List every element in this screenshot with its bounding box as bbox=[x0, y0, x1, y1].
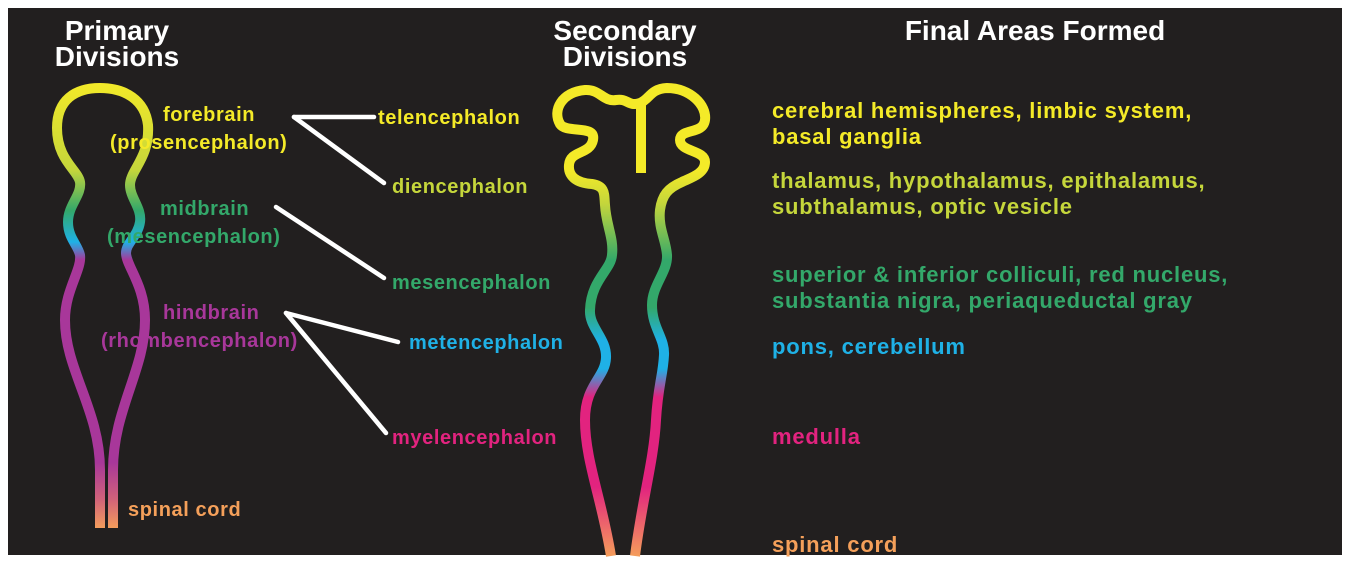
label-diencephalon: diencephalon bbox=[392, 177, 528, 197]
connector-hindbrain-metencephalon bbox=[286, 313, 398, 342]
final-myelencephalon-areas: medulla bbox=[772, 424, 861, 450]
connector-hindbrain-myelencephalon bbox=[286, 313, 386, 433]
label-rhombencephalon: (rhombencephalon) bbox=[101, 331, 298, 351]
label-spinal-cord-primary: spinal cord bbox=[128, 500, 241, 520]
final-spinal-cord: spinal cord bbox=[772, 532, 898, 558]
connector-forebrain-diencephalon bbox=[294, 117, 384, 183]
final-mesencephalon-areas: superior & inferior colliculi, red nucle… bbox=[772, 262, 1228, 314]
secondary-neural-tube bbox=[557, 88, 705, 556]
final-metencephalon-areas: pons, cerebellum bbox=[772, 334, 966, 360]
final-diencephalon-line2: subthalamus, optic vesicle bbox=[772, 194, 1205, 220]
final-areas-header: Final Areas Formed bbox=[870, 18, 1200, 44]
final-mesencephalon-line2: substantia nigra, periaqueductal gray bbox=[772, 288, 1228, 314]
final-telencephalon-line1: cerebral hemispheres, limbic system, bbox=[772, 98, 1192, 124]
final-telencephalon-line2: basal ganglia bbox=[772, 124, 1192, 150]
label-mesencephalon-primary: (mesencephalon) bbox=[107, 227, 280, 247]
final-mesencephalon-line1: superior & inferior colliculi, red nucle… bbox=[772, 262, 1228, 288]
connector-lines bbox=[276, 117, 398, 433]
label-midbrain: midbrain bbox=[160, 199, 249, 219]
final-diencephalon-areas: thalamus, hypothalamus, epithalamus, sub… bbox=[772, 168, 1205, 220]
connector-midbrain-mesencephalon bbox=[276, 207, 384, 278]
final-diencephalon-line1: thalamus, hypothalamus, epithalamus, bbox=[772, 168, 1205, 194]
label-forebrain: forebrain bbox=[163, 105, 255, 125]
label-mesencephalon-secondary: mesencephalon bbox=[392, 273, 551, 293]
label-telencephalon: telencephalon bbox=[378, 108, 520, 128]
label-prosencephalon: (prosencephalon) bbox=[110, 133, 287, 153]
label-myelencephalon: myelencephalon bbox=[392, 428, 557, 448]
label-hindbrain: hindbrain bbox=[163, 303, 260, 323]
primary-header-line2: Divisions bbox=[36, 44, 198, 70]
primary-neural-tube bbox=[57, 88, 148, 528]
secondary-divisions-header: Secondary Divisions bbox=[530, 18, 720, 70]
final-telencephalon-areas: cerebral hemispheres, limbic system, bas… bbox=[772, 98, 1192, 150]
primary-divisions-header: Primary Divisions bbox=[36, 18, 198, 70]
secondary-header-line2: Divisions bbox=[530, 44, 720, 70]
label-metencephalon: metencephalon bbox=[409, 333, 564, 353]
